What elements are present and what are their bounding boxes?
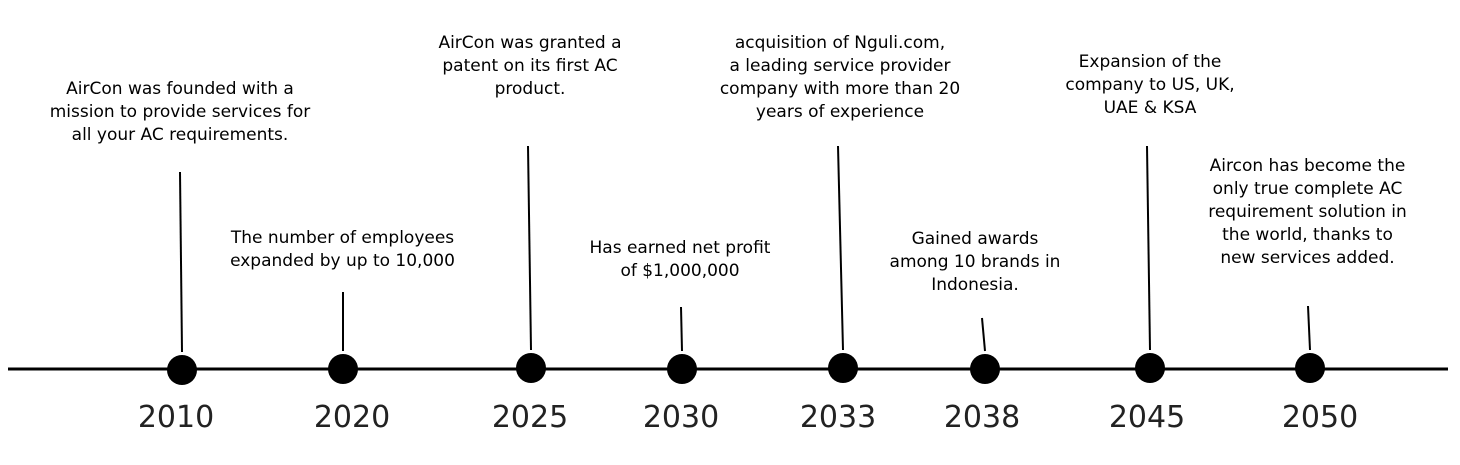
event-2045-text: Expansion of the company to US, UK, UAE … bbox=[1065, 52, 1235, 118]
timeline-marker-2050 bbox=[1295, 353, 1325, 383]
connector-line-2045 bbox=[1146, 145, 1151, 351]
timeline-marker-2033 bbox=[828, 353, 858, 383]
event-2025-text: AirCon was granted a patent on its first… bbox=[438, 33, 622, 99]
timeline-marker-2020 bbox=[328, 354, 358, 384]
year-label-2030: 2030 bbox=[642, 400, 720, 435]
timeline-marker-2025 bbox=[516, 353, 546, 383]
connector-line-2038 bbox=[981, 317, 986, 352]
connector-line-2030 bbox=[680, 306, 683, 352]
connector-line-2025 bbox=[527, 145, 532, 351]
timeline-marker-2045 bbox=[1135, 353, 1165, 383]
connector-line-2033 bbox=[837, 145, 844, 351]
connector-lines bbox=[179, 145, 1311, 353]
year-label-2050: 2050 bbox=[1281, 400, 1359, 435]
timeline-marker-2010 bbox=[167, 355, 197, 385]
year-label-2038: 2038 bbox=[943, 400, 1021, 435]
connector-line-2050 bbox=[1307, 305, 1311, 351]
year-label-2020: 2020 bbox=[313, 400, 391, 435]
event-2010-text: AirCon was founded with a mission to pro… bbox=[49, 79, 311, 145]
year-label-2010: 2010 bbox=[137, 400, 215, 435]
timeline-markers bbox=[167, 353, 1325, 385]
event-2050-text: Aircon has become the only true complete… bbox=[1208, 156, 1407, 268]
event-2030-text: Has earned net profit of $1,000,000 bbox=[589, 238, 771, 281]
timeline-marker-2030 bbox=[667, 354, 697, 384]
connector-line-2010 bbox=[179, 171, 183, 353]
year-label-2025: 2025 bbox=[491, 400, 569, 435]
timeline-marker-2038 bbox=[970, 354, 1000, 384]
event-2038-text: Gained awards among 10 brands in Indones… bbox=[889, 229, 1061, 295]
year-label-2033: 2033 bbox=[799, 400, 877, 435]
event-2020-text: The number of employees expanded by up t… bbox=[230, 228, 455, 271]
event-2033-text: acquisition of Nguli.com, a leading serv… bbox=[719, 33, 961, 122]
year-label-2045: 2045 bbox=[1108, 400, 1186, 435]
